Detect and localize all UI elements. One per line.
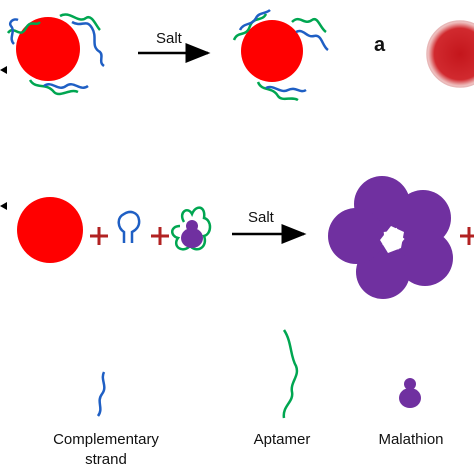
aptamer-strand bbox=[256, 81, 299, 102]
aptamer-strand bbox=[59, 13, 101, 31]
aptamer-legend-icon bbox=[282, 329, 299, 419]
complementary-strand-legend-icon bbox=[96, 371, 106, 417]
gold-nanoparticle bbox=[241, 20, 303, 82]
panel-letter-a: a bbox=[374, 34, 386, 56]
complementary-strand bbox=[295, 29, 329, 52]
complementary-strand bbox=[43, 83, 89, 89]
aptamer-strand bbox=[232, 13, 268, 41]
legend-malathion-label: Malathion bbox=[378, 431, 444, 448]
complementary-strand bbox=[71, 20, 105, 68]
legend-complementary-line2: strand bbox=[85, 451, 127, 468]
salt-label-top: Salt bbox=[156, 30, 182, 47]
gold-nanoparticle bbox=[16, 17, 80, 81]
red-solution-well bbox=[426, 20, 474, 88]
aptamer-strand bbox=[291, 17, 327, 34]
malathion-legend-icon bbox=[399, 378, 421, 408]
cropped-arrow-middle bbox=[0, 202, 7, 210]
legend-complementary-line1: Complementary bbox=[53, 431, 159, 448]
aunp-with-strands-right bbox=[232, 9, 329, 102]
complementary-strand bbox=[9, 18, 19, 45]
aptamer-malathion-complex-icon bbox=[171, 206, 212, 251]
salt-label-middle: Salt bbox=[248, 209, 274, 226]
aptamer-strand bbox=[28, 79, 79, 96]
complementary-strand bbox=[238, 9, 271, 31]
cropped-arrow-top bbox=[0, 66, 7, 74]
gold-nanoparticle bbox=[17, 197, 83, 263]
hairpin-aptamer-icon bbox=[117, 210, 141, 243]
legend-complementary-label: Complementary strand bbox=[30, 430, 182, 470]
plus-sign-cropped bbox=[460, 227, 474, 245]
legend-aptamer-label: Aptamer bbox=[253, 431, 311, 448]
plus-sign bbox=[151, 227, 169, 245]
plus-sign bbox=[90, 227, 108, 245]
aggregated-nanoparticles bbox=[328, 176, 453, 299]
aunp-with-strands-left bbox=[6, 13, 105, 96]
complementary-strand bbox=[265, 85, 307, 93]
